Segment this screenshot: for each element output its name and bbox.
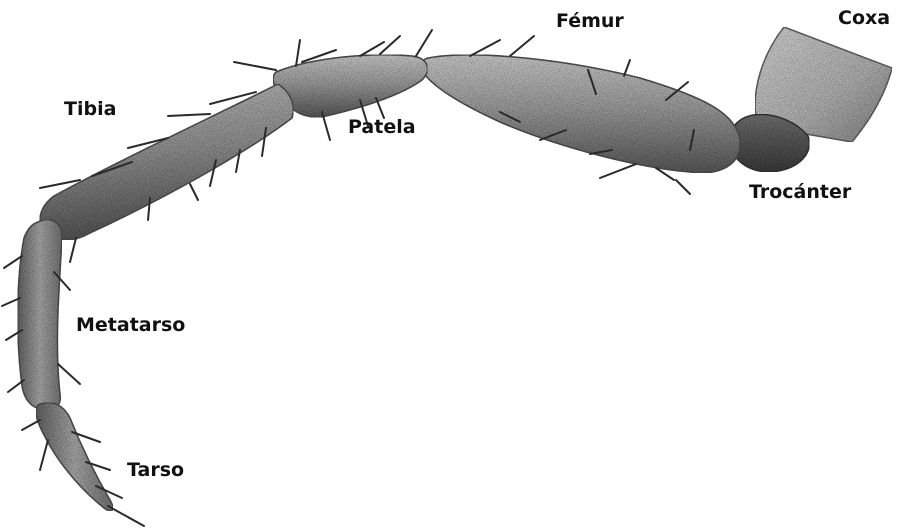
label-trocanter: Trocánter (749, 183, 851, 202)
label-coxa: Coxa (838, 9, 890, 28)
femur-segment (422, 55, 740, 173)
metatarsus-segment (18, 220, 62, 411)
label-tibia: Tibia (64, 100, 116, 119)
tarsus-segment (36, 403, 113, 511)
label-tarso: Tarso (127, 461, 184, 480)
label-femur: Fémur (556, 12, 624, 31)
label-patela: Patela (348, 118, 416, 137)
label-metatarso: Metatarso (76, 316, 185, 335)
